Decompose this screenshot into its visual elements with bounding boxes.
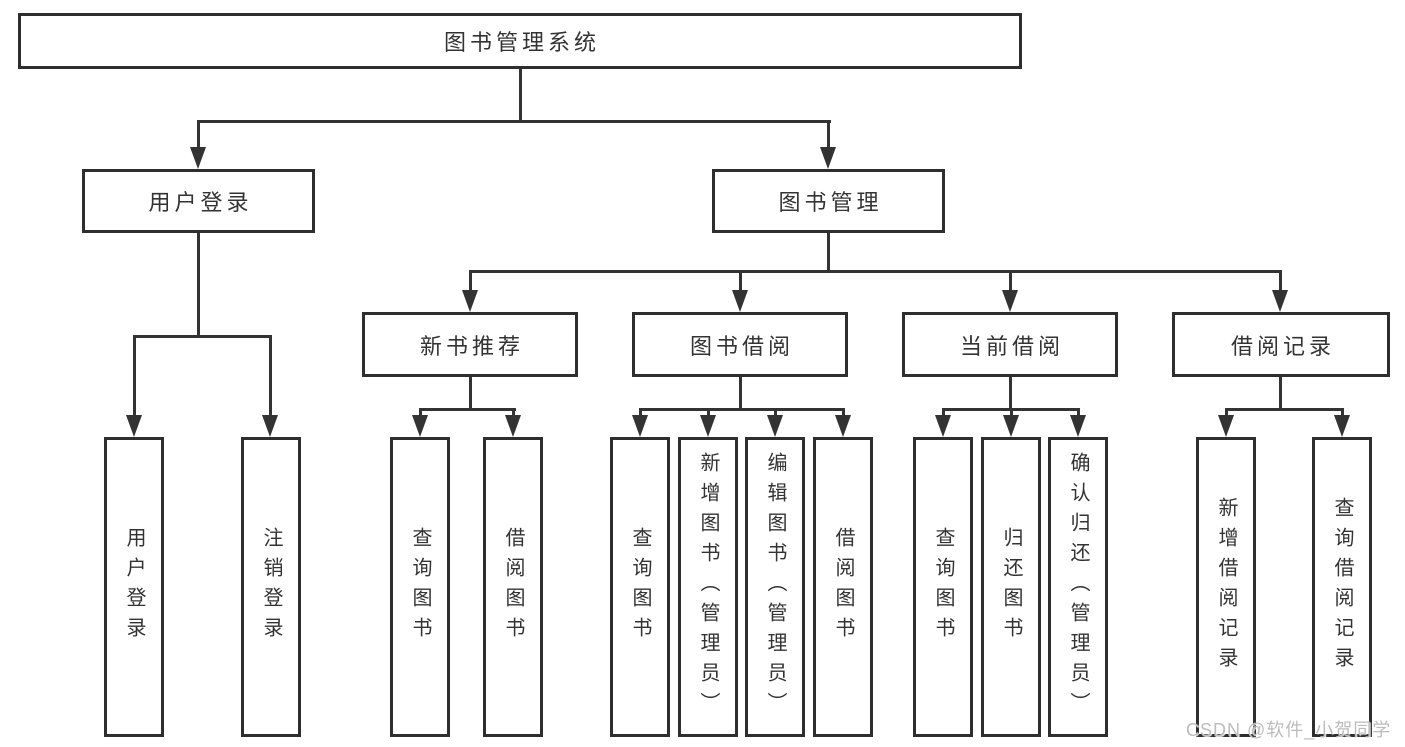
arrowhead-bb-add [700,415,716,437]
connector-drop-book-borrow [739,270,742,292]
csdn-watermark: CSDN @软件_小贺同学 [1186,720,1392,740]
connector-drop-bb-query [639,408,642,418]
connector-bookborrow-stem [739,377,742,411]
connector-userlogin-bar [133,335,272,338]
connector-currentborrow-stem [1009,377,1012,411]
connector-drop-nb-borrow [512,408,515,418]
arrowhead-book-borrow [732,290,748,312]
arrowhead-nb-query [412,415,428,437]
arrowhead-book-mgmt [820,147,836,169]
leaf-user-login: 用户登录 [104,437,164,737]
arrowhead-nb-borrow [505,415,521,437]
connector-borrowrecord-stem [1279,377,1282,411]
connector-drop-nb-query [419,408,422,418]
connector-drop-cb-return [1010,408,1013,418]
connector-drop-cb-confirm [1077,408,1080,418]
connector-drop-new-book [469,270,472,292]
connector-drop-br-add [1225,408,1228,418]
connector-drop-leaf-logout [269,335,272,416]
node-library-management-system: 图书管理系统 [18,13,1022,69]
leaf-borrow-books-newbook: 借阅图书 [483,437,543,737]
node-new-book-recommend: 新书推荐 [362,312,578,377]
leaf-query-borrow-record: 查询借阅记录 [1312,437,1372,737]
connector-root-bar [197,120,831,123]
leaf-edit-books-admin: 编辑图书（管理员） [745,437,805,737]
connector-drop-leaf-user-login [133,335,136,416]
arrowhead-bb-borrow [835,415,851,437]
connector-newbook-stem [469,377,472,411]
arrowhead-br-query [1334,415,1350,437]
connector-newbook-bar [419,408,516,411]
arrowhead-bb-query [632,415,648,437]
connector-userlogin-stem [197,233,200,338]
node-user-login: 用户登录 [82,169,315,233]
connector-drop-br-query [1341,408,1344,418]
node-book-management: 图书管理 [712,169,945,233]
leaf-logout: 注销登录 [241,437,301,737]
connector-bookborrow-bar [639,408,845,411]
connector-bookmgmt-bar [469,270,1282,273]
arrowhead-user-login [190,147,206,169]
arrowhead-br-add [1218,415,1234,437]
connector-drop-borrow-records [1279,270,1282,292]
connector-drop-book-mgmt [827,120,830,148]
connector-drop-user-login [197,120,200,148]
leaf-add-books-admin: 新增图书（管理员） [678,437,738,737]
leaf-query-books-newbook: 查询图书 [390,437,450,737]
leaf-query-books-borrow: 查询图书 [610,437,670,737]
connector-drop-cb-query [942,408,945,418]
node-current-borrow: 当前借阅 [902,312,1118,377]
arrowhead-leaf-logout [262,415,278,437]
node-book-borrow: 图书借阅 [632,312,848,377]
arrowhead-borrow-records [1272,290,1288,312]
connector-drop-bb-borrow [842,408,845,418]
connector-root-stem [519,69,522,123]
arrowhead-bb-edit [767,415,783,437]
connector-drop-current-borrow [1009,270,1012,292]
arrowhead-cb-query [935,415,951,437]
node-borrow-records: 借阅记录 [1172,312,1390,377]
arrowhead-cb-return [1003,415,1019,437]
connector-bookmgmt-stem [827,233,830,273]
arrowhead-cb-confirm [1070,415,1086,437]
connector-drop-bb-edit [774,408,777,418]
arrowhead-current-borrow [1002,290,1018,312]
arrowhead-leaf-user-login [126,415,142,437]
connector-drop-bb-add [707,408,710,418]
leaf-return-books: 归还图书 [981,437,1041,737]
leaf-confirm-return-admin: 确认归还（管理员） [1048,437,1108,737]
arrowhead-new-book [462,290,478,312]
leaf-borrow-books-borrow: 借阅图书 [813,437,873,737]
leaf-add-borrow-record: 新增借阅记录 [1196,437,1256,737]
connector-borrowrecord-bar [1225,408,1344,411]
leaf-query-books-current: 查询图书 [913,437,973,737]
